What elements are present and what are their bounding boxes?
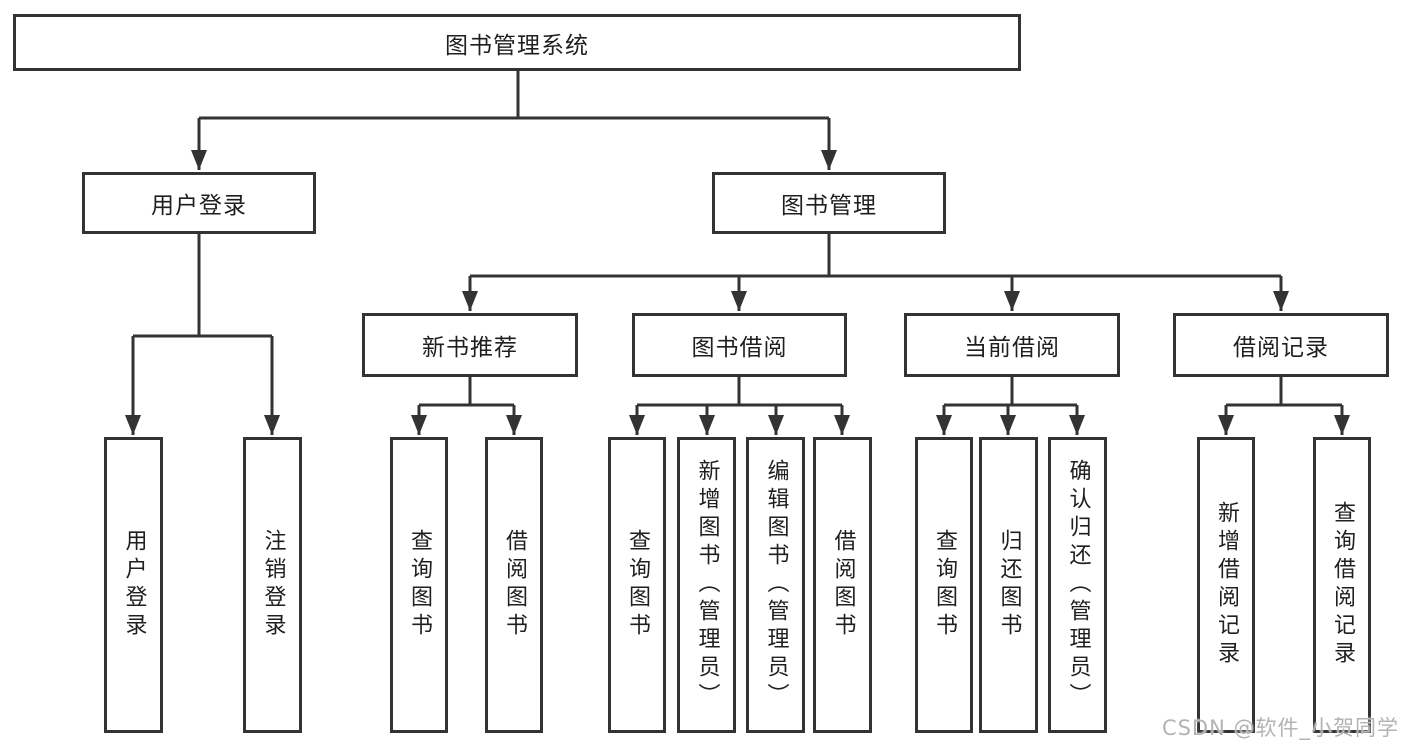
edge-user-login-trunk bbox=[133, 234, 272, 338]
leaf-label: 编辑图书（管理员） bbox=[763, 459, 789, 711]
node-leaf-bb-query-book: 查询图书 bbox=[608, 437, 666, 733]
leaf-label: 查询图书 bbox=[625, 529, 650, 641]
node-leaf-user-login: 用户登录 bbox=[104, 437, 163, 733]
leaf-label: 新增借阅记录 bbox=[1214, 501, 1239, 669]
leaf-label: 注销登录 bbox=[260, 529, 286, 641]
node-leaf-bb-add-book: 新增图书（管理员） bbox=[677, 437, 736, 733]
leaf-label: 新增图书（管理员） bbox=[694, 459, 720, 711]
node-leaf-nb-borrow-book: 借阅图书 bbox=[485, 437, 543, 733]
node-root: 图书管理系统 bbox=[13, 14, 1021, 71]
edge-book-borrow-trunk bbox=[637, 377, 842, 407]
edge-new-book-recommend-trunk bbox=[419, 377, 514, 407]
node-leaf-logout: 注销登录 bbox=[243, 437, 302, 733]
leaf-label: 借阅图书 bbox=[830, 529, 856, 641]
node-leaf-br-add-record: 新增借阅记录 bbox=[1197, 437, 1255, 733]
csdn-watermark: CSDN @软件_小贺同学 bbox=[1161, 716, 1399, 740]
leaf-label: 查询图书 bbox=[407, 529, 432, 641]
node-leaf-br-query-record: 查询借阅记录 bbox=[1313, 437, 1371, 733]
node-new-book-recommend: 新书推荐 bbox=[362, 313, 578, 377]
node-leaf-cb-query-book: 查询图书 bbox=[915, 437, 973, 733]
node-leaf-nb-query-book: 查询图书 bbox=[390, 437, 448, 733]
edge-borrow-record-trunk bbox=[1226, 377, 1342, 407]
node-book-borrow: 图书借阅 bbox=[632, 313, 847, 377]
edge-book-management-trunk bbox=[470, 234, 1281, 278]
node-current-borrow: 当前借阅 bbox=[904, 313, 1120, 377]
leaf-label: 查询借阅记录 bbox=[1330, 501, 1355, 669]
node-leaf-bb-borrow-book: 借阅图书 bbox=[813, 437, 872, 733]
leaf-label: 确认归还（管理员） bbox=[1065, 459, 1091, 711]
leaf-label: 归还图书 bbox=[996, 529, 1022, 641]
leaf-label: 用户登录 bbox=[121, 529, 147, 641]
leaf-label: 查询图书 bbox=[932, 529, 957, 641]
leaf-label: 借阅图书 bbox=[502, 529, 527, 641]
node-leaf-bb-edit-book: 编辑图书（管理员） bbox=[746, 437, 805, 733]
node-borrow-record: 借阅记录 bbox=[1173, 313, 1389, 377]
node-user-login: 用户登录 bbox=[82, 172, 316, 234]
node-leaf-cb-confirm-return: 确认归还（管理员） bbox=[1048, 437, 1107, 733]
edge-root-trunk bbox=[199, 70, 829, 120]
edge-current-borrow-trunk bbox=[944, 377, 1077, 407]
node-book-management: 图书管理 bbox=[712, 172, 946, 234]
node-leaf-cb-return-book: 归还图书 bbox=[979, 437, 1038, 733]
